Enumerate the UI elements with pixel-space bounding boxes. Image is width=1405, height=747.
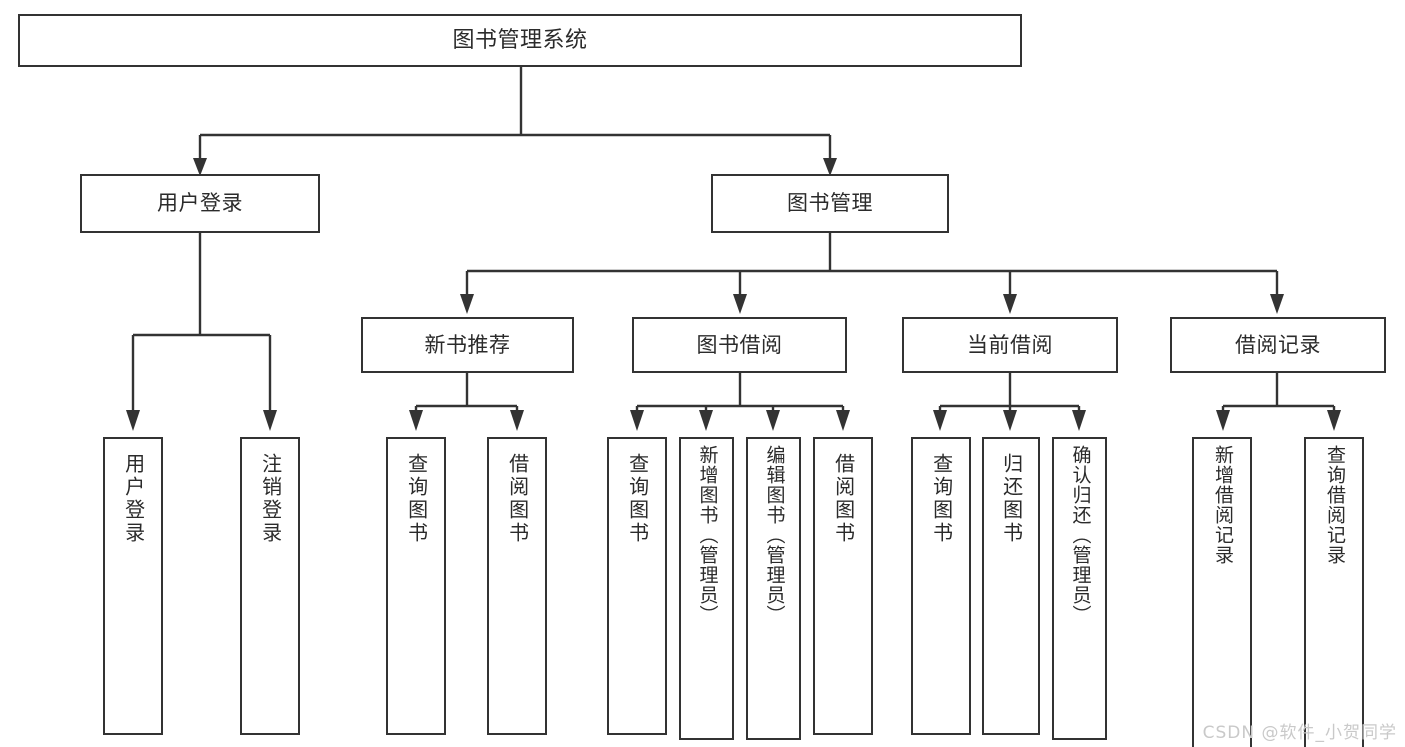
arrow-bb-3 xyxy=(766,410,780,431)
node-current-borrow[interactable]: 当前借阅 xyxy=(902,317,1118,373)
leaf-edit-book-label: 编辑图书（管理员） xyxy=(763,445,786,625)
node-borrow-record-label: 借阅记录 xyxy=(1235,332,1321,357)
arrow-new-book-rec xyxy=(460,294,474,314)
leaf-logout[interactable]: 注销登录 xyxy=(240,437,300,735)
leaf-edit-book[interactable]: 编辑图书（管理员） xyxy=(746,437,801,740)
leaf-query-book-1-label: 查询图书 xyxy=(404,453,429,545)
arrow-bb-2 xyxy=(699,410,713,431)
arrow-borrow-record xyxy=(1270,294,1284,314)
node-user-login[interactable]: 用户登录 xyxy=(80,174,320,233)
arrow-cb-2 xyxy=(1003,410,1017,431)
leaf-query-record[interactable]: 查询借阅记录 xyxy=(1304,437,1364,747)
arrow-book-borrow xyxy=(733,294,747,314)
arrow-cb-3 xyxy=(1072,410,1086,431)
node-book-borrow[interactable]: 图书借阅 xyxy=(632,317,847,373)
node-user-login-label: 用户登录 xyxy=(157,191,243,216)
leaf-borrow-book-1[interactable]: 借阅图书 xyxy=(487,437,547,735)
node-root[interactable]: 图书管理系统 xyxy=(18,14,1022,67)
arrow-nbr-1 xyxy=(409,410,423,431)
arrow-current-borrow xyxy=(1003,294,1017,314)
leaf-add-record[interactable]: 新增借阅记录 xyxy=(1192,437,1252,747)
leaf-query-book-2[interactable]: 查询图书 xyxy=(607,437,667,735)
node-book-borrow-label: 图书借阅 xyxy=(696,332,783,357)
node-new-book-rec-label: 新书推荐 xyxy=(424,332,511,357)
leaf-query-record-label: 查询借阅记录 xyxy=(1323,445,1346,565)
leaf-return-book[interactable]: 归还图书 xyxy=(982,437,1040,735)
node-book-manage[interactable]: 图书管理 xyxy=(711,174,949,233)
leaf-query-book-2-label: 查询图书 xyxy=(625,453,650,545)
leaf-logout-label: 注销登录 xyxy=(258,453,283,545)
leaf-borrow-book-1-label: 借阅图书 xyxy=(505,453,530,545)
leaf-add-record-label: 新增借阅记录 xyxy=(1211,445,1234,565)
leaf-query-book-1[interactable]: 查询图书 xyxy=(386,437,446,735)
leaf-confirm-return[interactable]: 确认归还（管理员） xyxy=(1052,437,1107,740)
leaf-add-book[interactable]: 新增图书（管理员） xyxy=(679,437,734,740)
leaf-user-login-label: 用户登录 xyxy=(121,453,146,545)
leaf-borrow-book-2-label: 借阅图书 xyxy=(831,453,856,545)
node-book-manage-label: 图书管理 xyxy=(787,191,873,216)
arrow-leaf-logout xyxy=(263,410,277,431)
leaf-query-book-3[interactable]: 查询图书 xyxy=(911,437,971,735)
node-new-book-rec[interactable]: 新书推荐 xyxy=(361,317,574,373)
leaf-return-book-label: 归还图书 xyxy=(999,453,1024,545)
node-root-label: 图书管理系统 xyxy=(452,27,588,53)
arrow-bb-4 xyxy=(836,410,850,431)
arrow-cb-1 xyxy=(933,410,947,431)
arrow-leaf-user-login xyxy=(126,410,140,431)
leaf-confirm-return-label: 确认归还（管理员） xyxy=(1069,445,1092,625)
leaf-query-book-3-label: 查询图书 xyxy=(929,453,954,545)
arrow-br-1 xyxy=(1216,410,1230,431)
node-borrow-record[interactable]: 借阅记录 xyxy=(1170,317,1386,373)
csdn-watermark: CSDN @软件_小贺同学 xyxy=(1202,723,1397,743)
leaf-add-book-label: 新增图书（管理员） xyxy=(696,445,719,625)
arrow-bb-1 xyxy=(630,410,644,431)
arrow-br-2 xyxy=(1327,410,1341,431)
arrow-nbr-2 xyxy=(510,410,524,431)
node-current-borrow-label: 当前借阅 xyxy=(967,332,1053,357)
leaf-user-login[interactable]: 用户登录 xyxy=(103,437,163,735)
leaf-borrow-book-2[interactable]: 借阅图书 xyxy=(813,437,873,735)
